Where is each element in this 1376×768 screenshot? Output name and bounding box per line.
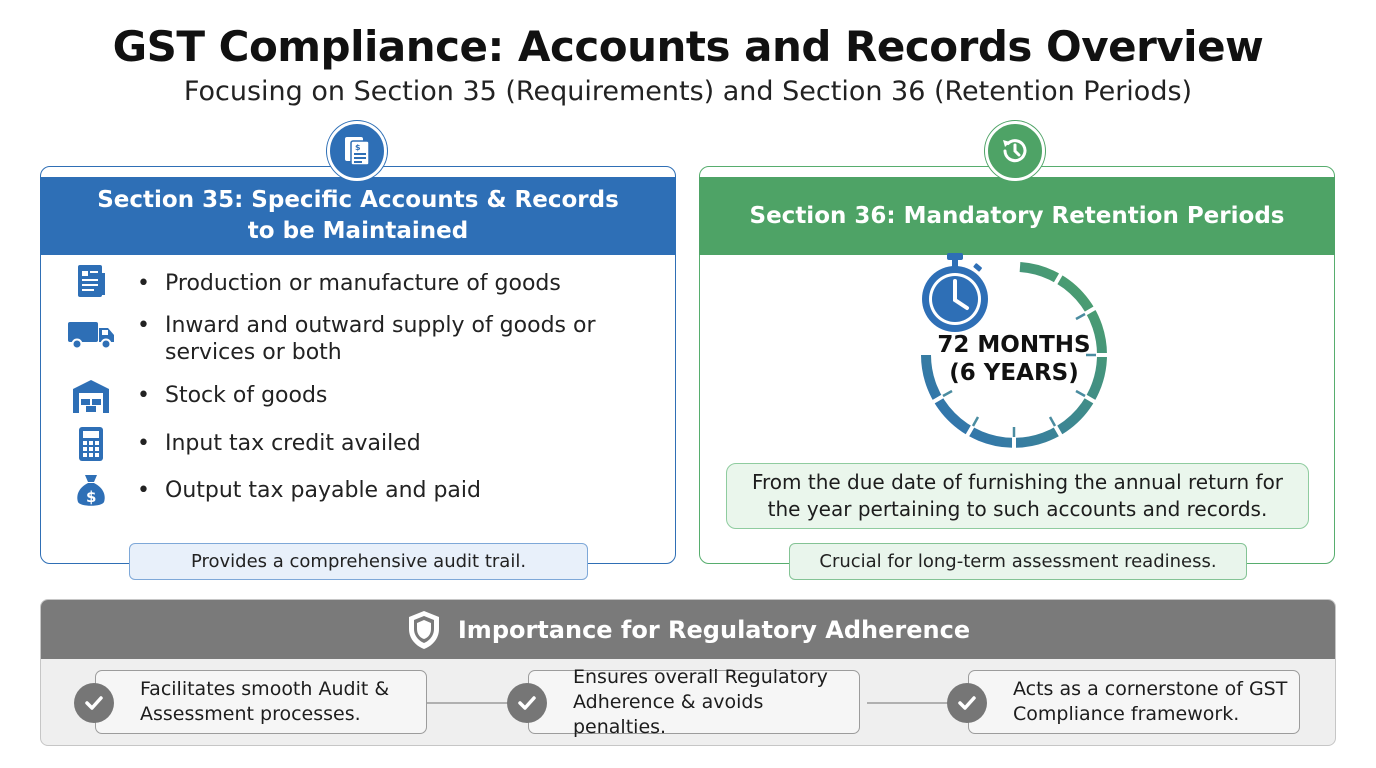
- document-invoice-icon: [65, 262, 117, 302]
- checkmark-icon: [947, 683, 987, 723]
- page-title: GST Compliance: Accounts and Records Ove…: [112, 22, 1264, 71]
- record-output-tax: Output tax payable and paid: [165, 478, 481, 503]
- section-36-header: Section 36: Mandatory Retention Periods: [699, 177, 1335, 255]
- section-36-card: Section 36: Mandatory Retention Periods: [699, 166, 1335, 564]
- money-bag-icon: $: [65, 471, 117, 511]
- svg-text:$: $: [86, 488, 96, 506]
- record-input-tax-credit: Input tax credit availed: [165, 431, 421, 456]
- assessment-readiness-note: Crucial for long-term assessment readine…: [789, 543, 1247, 580]
- calculator-icon: [65, 424, 117, 464]
- history-clock-icon: [985, 121, 1045, 181]
- delivery-truck-icon: [65, 314, 117, 354]
- retention-years: (6 YEARS): [949, 360, 1079, 386]
- importance-point-audit: Facilitates smooth Audit & Assessment pr…: [95, 670, 427, 734]
- record-supply: Inward and outward supply of goods or se…: [165, 313, 596, 365]
- section-35-card: Section 35: Specific Accounts & Records …: [40, 166, 676, 564]
- audit-trail-note: Provides a comprehensive audit trail.: [129, 543, 588, 580]
- shield-icon: [406, 609, 442, 651]
- stopwatch-icon: [918, 251, 992, 335]
- checkmark-icon: [74, 683, 114, 723]
- section-35-header: Section 35: Specific Accounts & Records …: [40, 177, 676, 255]
- record-production: Production or manufacture of goods: [165, 271, 561, 296]
- document-invoice-icon: $: [327, 121, 387, 181]
- checkmark-icon: [507, 683, 547, 723]
- importance-header: Importance for Regulatory Adherence: [41, 600, 1335, 659]
- retention-months: 72 MONTHS: [937, 332, 1091, 358]
- page-subtitle: Focusing on Section 35 (Requirements) an…: [183, 76, 1193, 107]
- warehouse-icon: [65, 376, 117, 416]
- svg-text:$: $: [355, 143, 361, 152]
- importance-point-adherence: Ensures overall Regulatory Adherence & a…: [528, 666, 860, 738]
- retention-timer: 72 MONTHS (6 YEARS): [914, 255, 1114, 455]
- record-stock: Stock of goods: [165, 383, 328, 408]
- retention-note: From the due date of furnishing the annu…: [726, 463, 1309, 529]
- importance-title: Importance for Regulatory Adherence: [457, 615, 971, 644]
- importance-point-cornerstone: Acts as a cornerstone of GST Compliance …: [968, 670, 1300, 734]
